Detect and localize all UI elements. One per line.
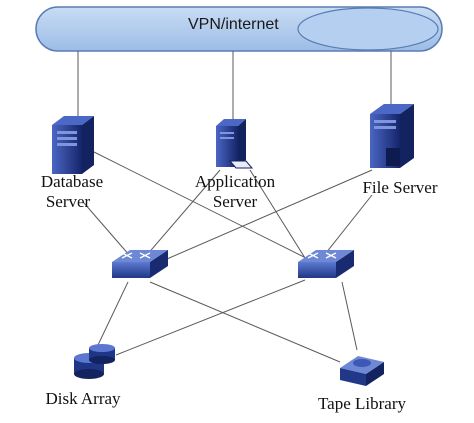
database-server-label-line2: Server (45, 192, 91, 211)
disk-array-label: Disk Array (45, 389, 121, 408)
switch-right-icon (298, 250, 354, 278)
application-server-label: Application Server (180, 172, 290, 212)
tape-library-label: Tape Library (317, 394, 406, 413)
file-server-label: File Server (362, 178, 438, 197)
vpn-internet-cloud (35, 6, 443, 52)
link-switch1-tapelibrary (149, 281, 341, 363)
link-switch1-diskarray (97, 281, 129, 346)
link-database-switch1 (83, 202, 131, 257)
network-links (77, 51, 392, 363)
disk-array-icon (74, 344, 115, 379)
link-application-switch1 (145, 169, 221, 257)
link-application-switch2 (249, 169, 306, 259)
database-server-icon (52, 116, 94, 174)
vpn-internet-label: VPN/internet (188, 16, 279, 33)
switch-left-icon (112, 250, 168, 278)
link-database-switch2 (89, 149, 311, 261)
database-server-label-line1: Database (40, 172, 104, 191)
link-switch2-tapelibrary (341, 281, 358, 351)
application-server-label-line2: Server (212, 192, 258, 211)
application-server-label-line1: Application (194, 172, 276, 191)
link-file-switch1 (159, 169, 373, 263)
database-server-label: Database Server (22, 172, 122, 212)
link-switch2-diskarray (115, 279, 306, 356)
application-server-icon (216, 119, 254, 169)
tape-library-icon (340, 356, 384, 386)
link-file-switch2 (321, 194, 373, 259)
file-server-icon (370, 104, 414, 168)
